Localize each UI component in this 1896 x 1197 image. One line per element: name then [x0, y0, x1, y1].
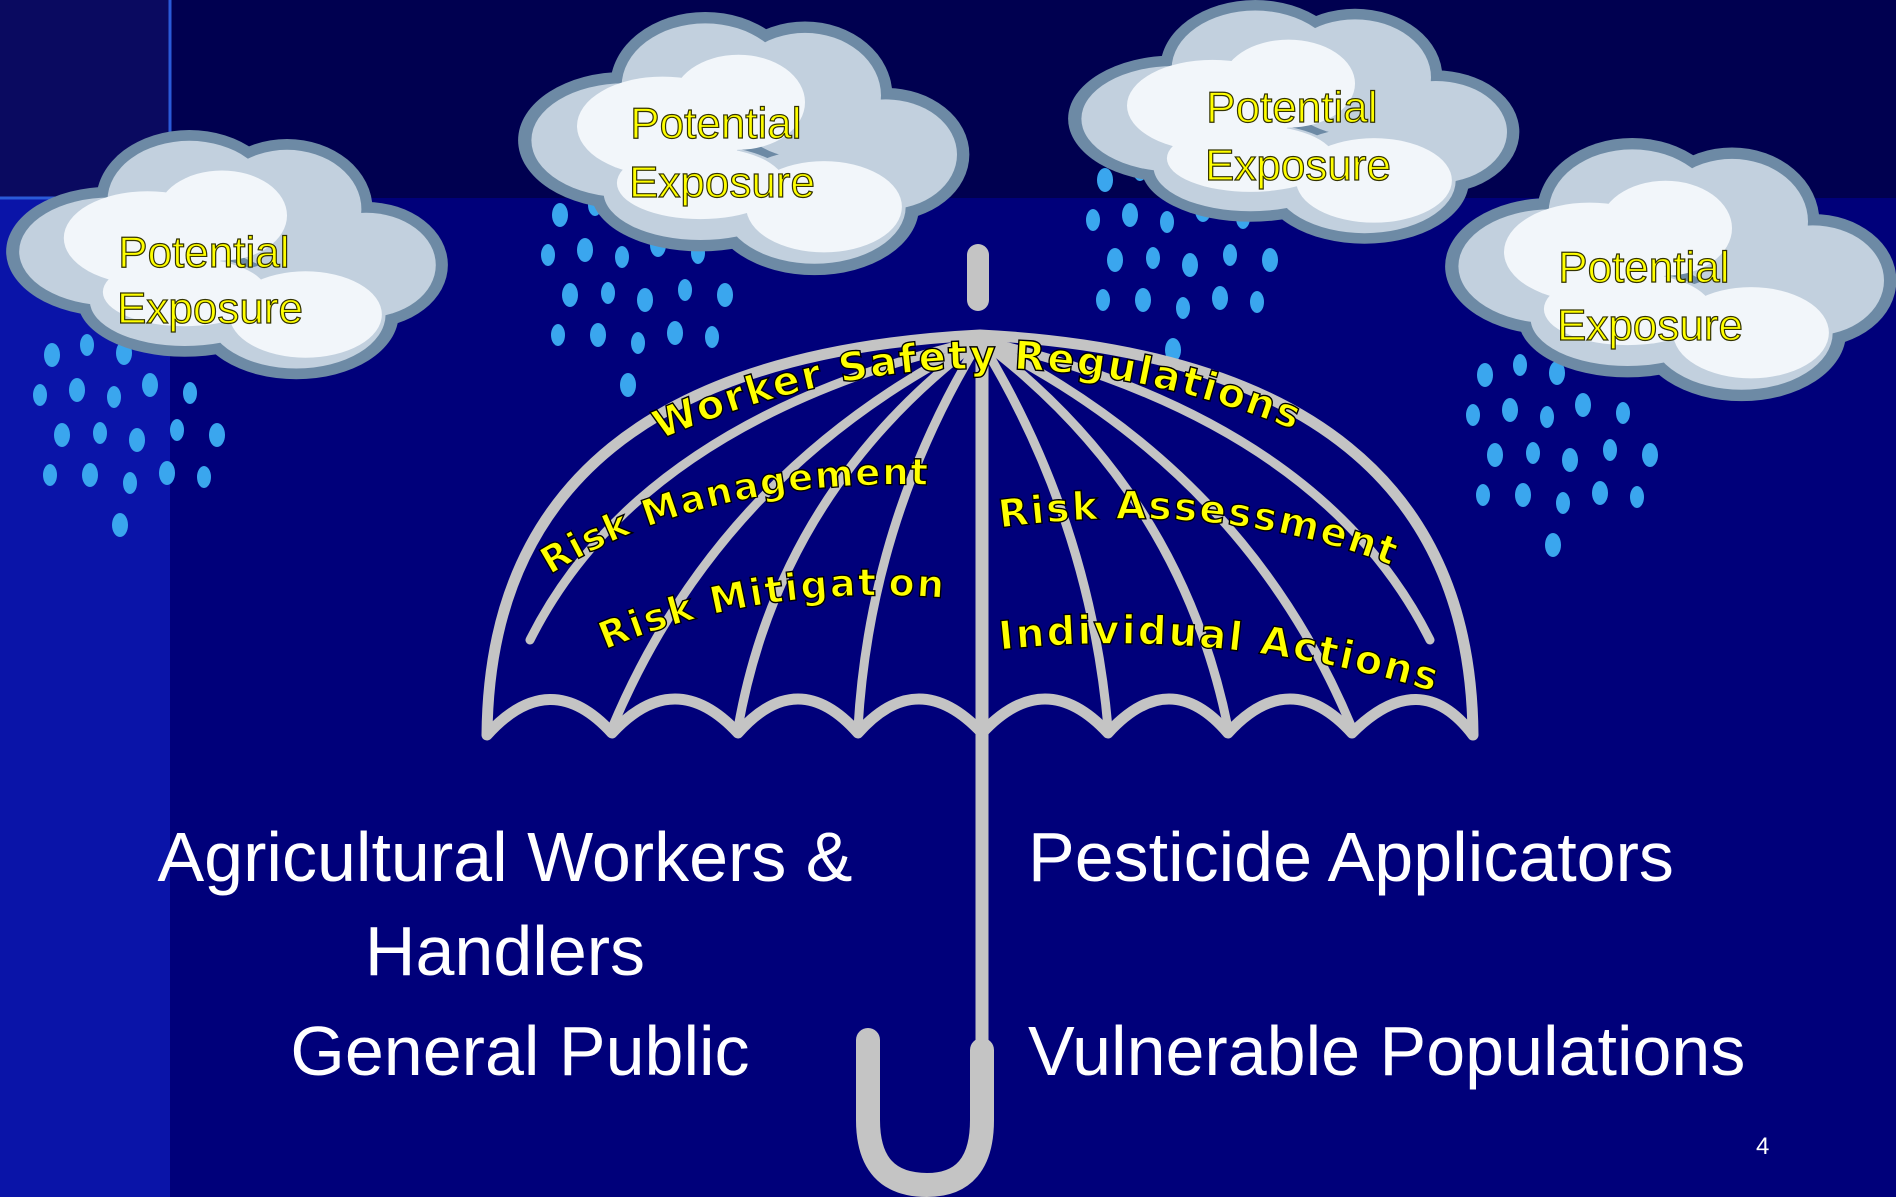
- cloud-label-line2: Exposure: [629, 158, 815, 207]
- group-pesticide-applicators: Pesticide Applicators: [1028, 818, 1674, 896]
- svg-text:Potential Exposure: Potential Exposure: [117, 228, 303, 333]
- svg-text:Potential Exposure: Potential Exposure: [1557, 243, 1743, 350]
- exposure-cloud: Potential Exposure: [1068, 0, 1520, 244]
- cloud-label-line1: Potential: [1558, 243, 1729, 292]
- cloud-label-line2: Exposure: [1557, 301, 1743, 350]
- umbrella-handle: [856, 1028, 994, 1197]
- group-general-public: General Public: [290, 1012, 750, 1090]
- cloud-label-line1: Potential: [630, 99, 801, 148]
- cloud-label-line1: Potential: [118, 228, 289, 277]
- exposure-cloud: Potential Exposure: [518, 12, 970, 276]
- group-vulnerable-populations: Vulnerable Populations: [1028, 1012, 1746, 1090]
- cloud-label-line1: Potential: [1206, 83, 1377, 132]
- cloud-label-line2: Exposure: [117, 284, 303, 333]
- svg-text:Potential Exposure: Potential Exposure: [629, 99, 815, 207]
- group-agricultural-workers-line2: Handlers: [364, 912, 646, 990]
- svg-text:Potential Exposure: Potential Exposure: [1205, 83, 1391, 190]
- group-agricultural-workers-line1: Agricultural Workers &: [157, 818, 853, 896]
- exposure-cloud: Potential Exposure: [1445, 138, 1896, 402]
- cloud-label-line2: Exposure: [1205, 141, 1391, 190]
- umbrella: [481, 244, 1479, 1197]
- umbrella-ribs: [525, 335, 1435, 733]
- group-agricultural-workers: Agricultural Workers & Handlers: [95, 810, 915, 998]
- rain-drops: [1466, 352, 1658, 557]
- exposure-cloud: Potential Exposure: [6, 130, 448, 380]
- slide-number: 4: [1756, 1133, 1770, 1160]
